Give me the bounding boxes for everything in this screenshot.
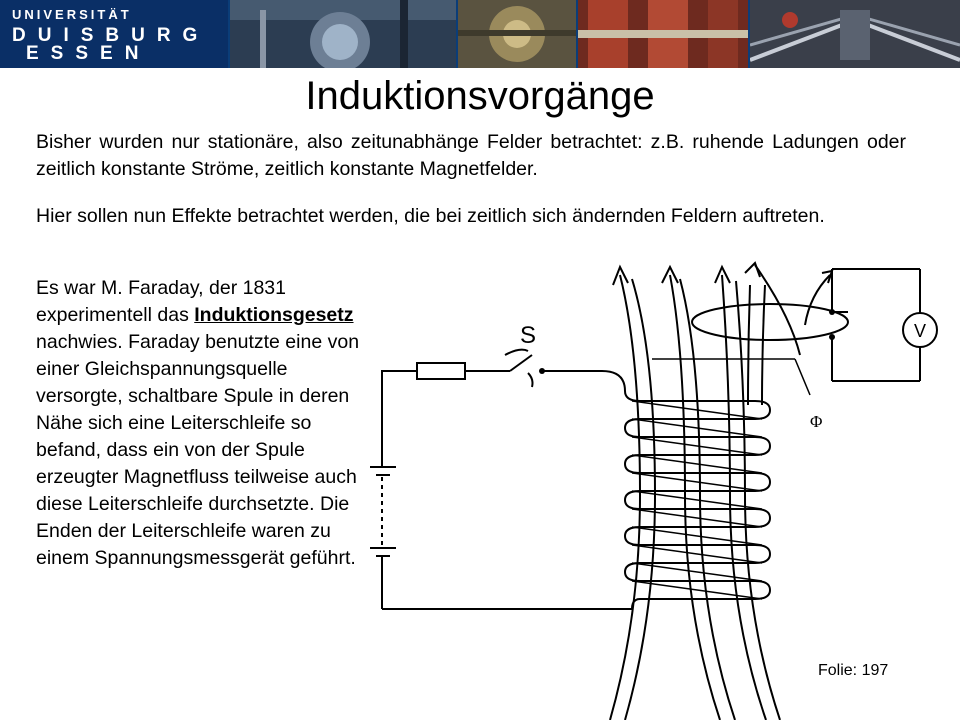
switch-arc-bottom [527,372,534,388]
induction-law-term: Induktionsgesetz [194,304,354,326]
logo-line3: ESSEN [26,43,151,64]
switch-contact [539,368,545,374]
faraday-text-start: Es war M. Faraday, der 1831 experimentel… [36,277,286,326]
voltmeter-label: V [914,321,926,341]
university-logo: UNIVERSITÄT DUISBURG ESSEN [0,0,228,68]
effects-paragraph: Hier sollen nun Effekte betrachtet werde… [36,205,825,227]
logo-line2: DUISBURG [12,25,210,46]
header-photo-3 [578,0,748,68]
intro-paragraph: Bisher wurden nur stationäre, also zeitu… [36,131,906,180]
flux-label: Φ [810,412,822,431]
switch-arc-top [504,348,529,356]
coil-turns [601,370,772,610]
logo-line1: UNIVERSITÄT [12,7,132,22]
header-banner: UNIVERSITÄT DUISBURG ESSEN [0,0,960,68]
wire-left-top [381,370,417,467]
terminal-2 [829,334,835,340]
terminal-1 [829,309,835,315]
resistor [416,362,466,380]
voltmeter [902,312,938,348]
slide-number: Folie: 197 [818,662,889,679]
pickup-loop [691,303,849,341]
header-photo-1 [230,0,456,68]
faraday-paragraph: Es war M. Faraday, der 1831 experimentel… [36,275,366,572]
header-photo-2 [458,0,576,68]
faraday-experiment-diagram: S V Φ [370,261,938,720]
header-photo-4 [750,0,960,68]
faraday-text-end: nachwies. Faraday benutzte eine von eine… [36,331,360,569]
flux-lines [609,264,831,720]
switch-lever [509,354,533,372]
slide-title: Induktionsvorgänge [305,74,655,118]
switch-label: S [520,322,536,349]
